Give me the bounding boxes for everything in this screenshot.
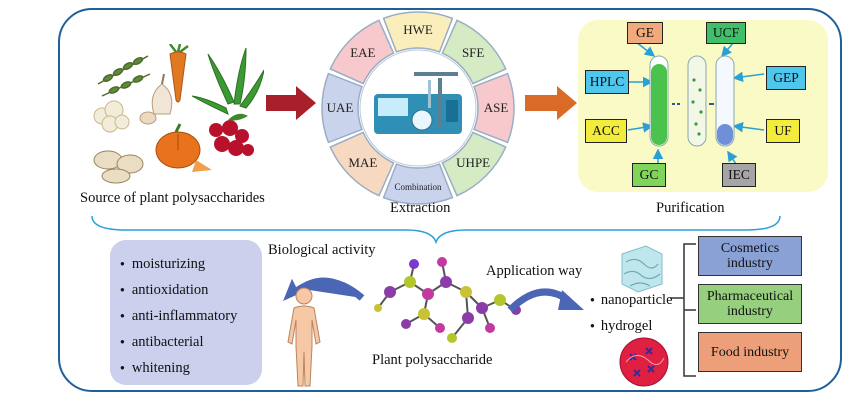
extraction-method-label: ASE (484, 100, 509, 115)
diagram-frame (58, 8, 842, 392)
test-tube-dotted-icon (687, 55, 707, 147)
dried-slices-icon (93, 150, 144, 184)
extraction-method-label: EAE (350, 45, 375, 60)
extraction-segment (441, 131, 507, 197)
nanoparticle-icon (621, 245, 663, 293)
arrow-to-extraction (266, 86, 316, 120)
extraction-segment (329, 131, 395, 197)
industry-bracket (670, 243, 696, 377)
extraction-segment (441, 19, 507, 85)
method-box-uf: UF (766, 119, 800, 143)
method-box-iec: IEC (722, 163, 756, 187)
pumpkin-icon (155, 123, 212, 172)
application-item: nanoparticle (590, 292, 673, 309)
method-box-ucf: UCF (706, 22, 746, 44)
biological-activity-panel: moisturizing antioxidation anti-inflamma… (110, 240, 262, 385)
raspberry-icon (209, 113, 254, 156)
industries-column: Cosmetics industry Pharmaceutical indust… (692, 236, 802, 386)
activity-item: whitening (120, 356, 237, 382)
extraction-apparatus-icon (374, 72, 462, 134)
arrow-to-purification (525, 86, 577, 120)
extraction-method-label: MAE (348, 155, 377, 170)
hydrogel-icon (619, 337, 669, 387)
test-tube-green-icon (649, 55, 669, 147)
grouping-brace (91, 215, 781, 244)
method-box-hplc: HPLC (585, 70, 629, 94)
extraction-segment (382, 163, 454, 205)
curved-arrow-right-icon (507, 288, 584, 313)
purification-caption: Purification (656, 200, 725, 216)
activity-item: anti-inflammatory (120, 304, 238, 330)
herb-icon (97, 55, 151, 97)
extraction-method-label: UAE (327, 100, 354, 115)
biological-activity-label: Biological activity (268, 242, 376, 258)
extraction-method-label: UHPE (456, 155, 490, 170)
method-box-gc: GC (632, 163, 666, 187)
extraction-segment (382, 11, 454, 53)
carrot-icon (169, 44, 189, 103)
extraction-segment (473, 72, 515, 144)
method-box-ge: GE (627, 22, 663, 44)
extraction-method-label: HWE (403, 22, 433, 37)
extraction-caption: Extraction (390, 200, 451, 216)
industry-food: Food industry (698, 332, 802, 372)
polysaccharide-molecule-icon (374, 257, 521, 343)
method-box-gep: GEP (766, 66, 806, 90)
extraction-method-label: Combination (395, 182, 442, 192)
industry-cosmetics: Cosmetics industry (698, 236, 802, 276)
source-caption: Source of plant polysaccharides (80, 190, 265, 206)
purification-illustration (627, 41, 765, 171)
application-item: hydrogel (590, 318, 653, 335)
application-way-label: Application way (486, 263, 583, 279)
industry-pharmaceutical: Pharmaceutical industry (698, 284, 802, 324)
mushroom-icon (93, 100, 130, 133)
method-box-acc: ACC (585, 119, 627, 143)
garlic-icon (139, 73, 173, 125)
extraction-segment (329, 19, 395, 85)
test-tube-blue-icon (715, 55, 735, 147)
aloe-icon (191, 47, 264, 115)
plant-sources-illustration (93, 44, 264, 184)
activity-item: moisturizing (120, 252, 237, 278)
activity-item: antibacterial (120, 330, 237, 356)
human-body-icon (287, 287, 321, 387)
activity-item: antioxidation (120, 278, 237, 304)
extraction-wheel: HWE SFE ASE UHPE Combination MAE UAE EAE (321, 11, 515, 205)
extraction-segment (321, 72, 363, 144)
plant-polysaccharide-caption: Plant polysaccharide (372, 352, 493, 368)
extraction-method-label: SFE (462, 45, 484, 60)
